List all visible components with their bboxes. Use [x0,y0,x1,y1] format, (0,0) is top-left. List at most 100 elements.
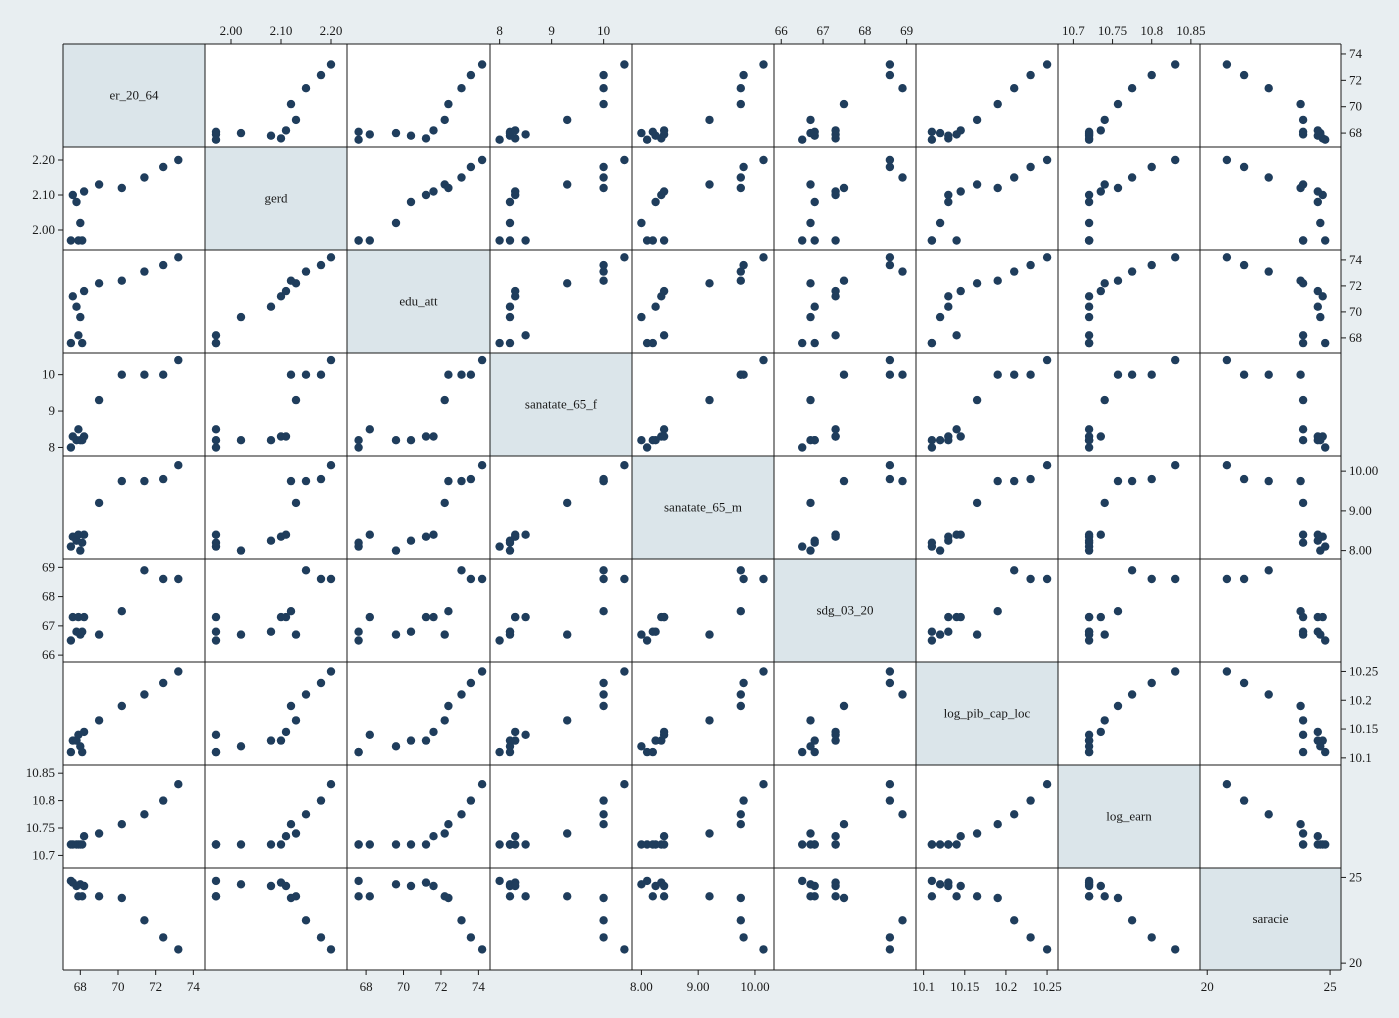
data-point [898,370,907,379]
data-point [211,840,221,849]
data-point [1298,331,1308,340]
data-point [1171,355,1180,365]
data-point [406,131,416,140]
data-point [1100,498,1109,508]
data-point [1127,566,1137,575]
tick-label: 10.1 [912,979,935,994]
panel-background [205,662,347,765]
data-point [885,60,895,69]
data-point [354,840,363,849]
data-point [505,747,515,757]
data-point [956,530,965,539]
data-point [281,286,291,296]
panel-background [347,765,490,868]
data-point [78,747,87,757]
data-point [76,312,85,322]
data-point [599,607,608,616]
data-point [286,820,296,829]
data-point [810,127,819,136]
data-point [266,131,276,140]
data-point [956,612,965,622]
data-point [885,474,895,484]
data-point [211,730,221,739]
data-point [117,276,127,285]
data-point [78,892,87,901]
data-point [466,574,476,584]
tick-label: 74 [187,979,201,994]
data-point [421,190,431,200]
data-point [1222,155,1232,165]
panel-background [1058,353,1200,456]
data-point [1222,780,1232,789]
data-point [935,630,945,639]
data-point [659,425,669,434]
data-point [94,279,104,288]
data-point [648,892,657,901]
data-point [839,99,849,109]
data-point [642,636,652,645]
panel-background [347,456,490,559]
data-point [956,126,965,135]
data-point [76,546,85,555]
tick-label: 74 [1349,46,1363,61]
data-point [440,395,449,405]
data-point [94,395,104,405]
data-point [935,312,945,322]
tick-label: 68 [1349,125,1362,140]
data-point [174,574,183,584]
data-point [505,742,515,751]
data-point [354,892,363,901]
data-point [78,236,87,245]
tick-label: 68 [858,23,871,38]
data-point [944,840,953,849]
data-point [391,880,401,889]
data-point [956,881,965,891]
data-point [79,881,89,891]
data-point [759,945,768,954]
data-point [1147,474,1156,484]
panel-background [632,662,774,765]
diagonal-panel [632,456,774,559]
data-point [599,933,608,942]
data-point [599,916,608,925]
data-point [1113,276,1123,285]
data-point [1296,370,1305,379]
data-point [1298,115,1308,125]
data-point [505,627,515,636]
data-point [885,70,895,80]
panel-edu_att-vs-sdg_03_20 [774,250,916,353]
data-point [831,432,840,441]
panel-background [205,250,347,353]
data-point [806,218,815,228]
tick-label: 10.7 [1062,23,1085,38]
data-point [839,183,849,193]
data-point [599,276,608,285]
data-point [505,197,515,207]
panel-edu_att-vs-edu_att: edu_att [347,250,490,353]
tick-label: 10.1 [1349,750,1372,765]
data-point [66,443,76,452]
tick-label: 8 [49,439,56,454]
data-point [885,780,895,789]
data-point [1084,880,1094,889]
panel-er_20_64-vs-saracie [1200,44,1341,147]
data-point [511,612,520,622]
panel-background [205,456,347,559]
data-point [391,436,401,445]
panel-edu_att-vs-saracie [1200,250,1341,353]
tick-label: 20 [1201,979,1214,994]
data-point [1222,355,1232,365]
data-point [659,727,669,737]
data-point [281,432,291,441]
data-point [944,292,953,301]
data-point [798,443,807,452]
data-point [301,370,311,379]
data-point [1026,70,1035,80]
data-point [648,338,657,348]
data-point [1084,127,1094,136]
data-point [477,60,487,69]
data-point [927,627,937,636]
data-point [444,99,453,109]
data-point [365,236,374,245]
panel-log_pib_cap_loc-vs-saracie [1200,662,1341,765]
